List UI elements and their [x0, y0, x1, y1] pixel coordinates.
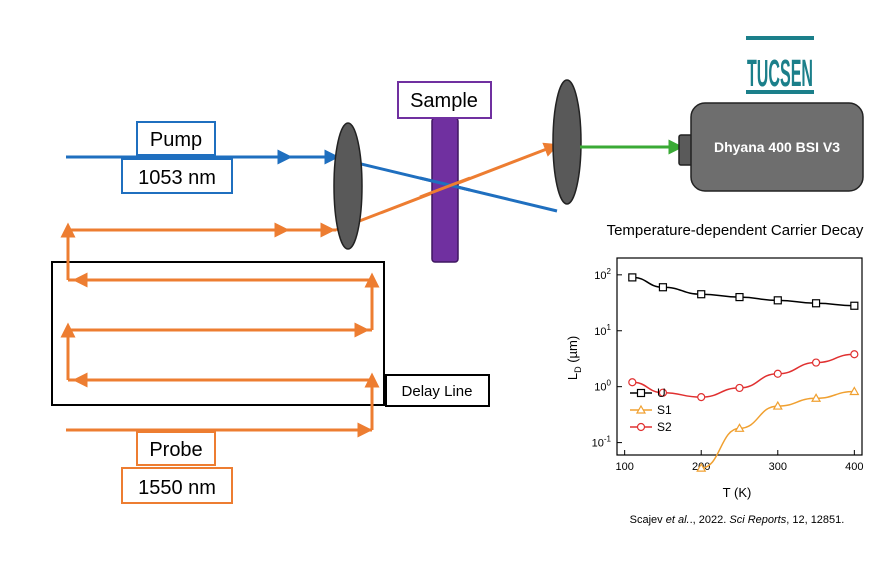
svg-text:LD (µm): LD (µm) [565, 336, 583, 380]
pump-label-box [136, 121, 216, 156]
camera-body [690, 102, 864, 192]
probe-beam [60, 142, 560, 438]
data-point-U [658, 283, 668, 292]
probe-wavelength-label: 1550 nm [138, 477, 216, 499]
y-tick-label: 100 [594, 379, 611, 394]
delay-line-box [51, 261, 385, 406]
data-point-S2 [658, 388, 668, 397]
data-point-S2 [628, 378, 637, 387]
data-point-S2 [773, 369, 782, 378]
x-tick-label: 300 [769, 461, 787, 473]
collection-lens [552, 79, 582, 205]
citation-etal: et al. [666, 514, 690, 526]
series-line-U [632, 276, 855, 307]
pump-wavelength-box [121, 158, 233, 194]
probe-label-box [136, 431, 216, 466]
citation-journal: Sci Reports [729, 514, 786, 526]
citation-authors: Scajev [630, 514, 664, 526]
citation-rest: , 12, 12851. [786, 514, 844, 526]
chart-xlabel: T (K) [723, 485, 752, 500]
legend-label-S1: S1 [657, 403, 672, 417]
legend-marker-S1 [635, 404, 647, 414]
data-point-U [697, 290, 706, 299]
probe-wavelength-box [121, 467, 233, 504]
y-tick-label: 101 [594, 323, 611, 338]
legend-label-U: U [657, 386, 666, 400]
y-tick-label: 10-1 [592, 435, 612, 450]
focusing-lens [333, 122, 363, 250]
x-tick-label: 400 [845, 461, 863, 473]
brand-logo-text: TUCSEN [747, 53, 813, 95]
pump-wavelength-label: 1053 nm [138, 167, 216, 189]
data-point-U [735, 292, 744, 302]
data-point-S1 [696, 462, 707, 472]
data-point-S1 [811, 393, 822, 402]
probe-label: Probe [149, 439, 202, 461]
data-point-S1 [849, 386, 860, 396]
citation-year: ., 2022. [690, 514, 730, 526]
legend-marker-S2 [636, 422, 646, 432]
citation: Scajev et al.., 2022. Sci Reports, 12, 1… [630, 514, 845, 526]
x-tick-label: 100 [615, 461, 633, 473]
legend-label-S2: S2 [657, 420, 672, 434]
data-point-S1 [734, 423, 745, 432]
camera-label: Dhyana 400 BSI V3 [714, 139, 840, 155]
data-point-S2 [697, 393, 706, 402]
y-tick-label: 102 [594, 267, 611, 282]
chart-title: Temperature-dependent Carrier Decay [607, 222, 864, 239]
data-point-S2 [850, 350, 859, 359]
sample-label-box [397, 81, 492, 119]
data-point-U [773, 296, 782, 305]
data-point-S2 [735, 383, 744, 393]
data-point-S1 [772, 400, 783, 410]
legend-marker-U [636, 388, 646, 398]
data-point-S2 [811, 358, 821, 367]
chart-ylabel: LD (µm) [565, 336, 583, 380]
data-point-U [811, 299, 821, 308]
tucsen-logo: TUCSEN [746, 36, 814, 95]
chart-frame [616, 257, 863, 456]
pump-label: Pump [150, 129, 202, 151]
sample-label: Sample [410, 90, 478, 112]
delay-line-label-box [385, 374, 490, 407]
probe-beam-through-sample [419, 176, 471, 199]
delay-line-label: Delay Line [402, 383, 473, 400]
data-point-U [628, 273, 637, 282]
pump-beam-through-sample [419, 176, 471, 192]
data-point-U [850, 301, 859, 310]
